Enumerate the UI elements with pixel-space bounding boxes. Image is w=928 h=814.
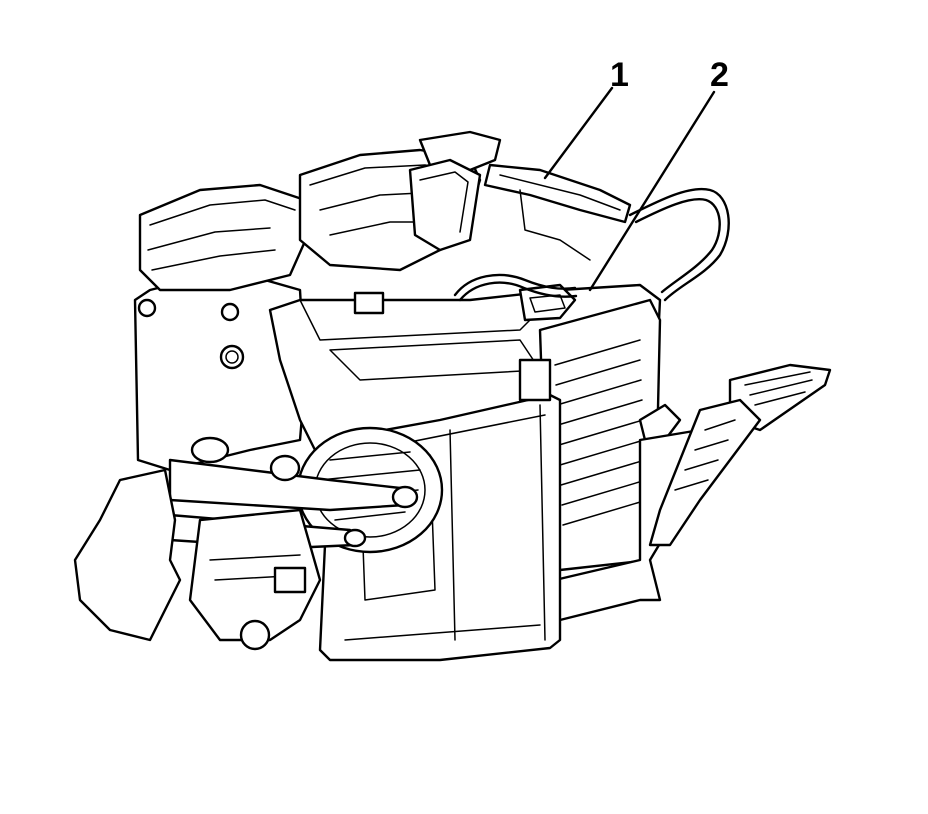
callout-1-label: 1 [610,56,629,94]
callout-1-leader [543,86,614,180]
wiring-harness [453,187,730,302]
drain-bracket [553,363,832,622]
callout-leaders [543,86,716,292]
callout-2-leader [588,90,716,292]
right-housing [538,298,682,572]
callout-2-label: 2 [710,56,729,94]
actuator-bracket [483,163,632,261]
lower-left-bracket [73,468,322,651]
